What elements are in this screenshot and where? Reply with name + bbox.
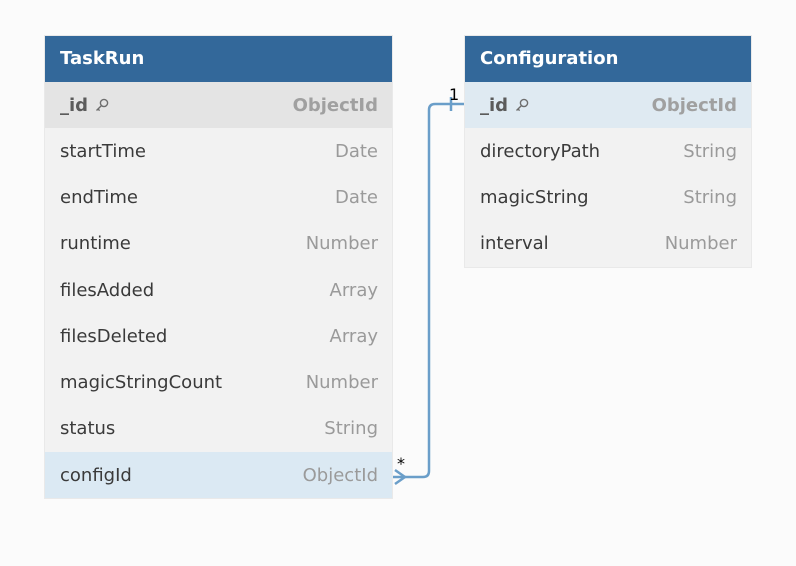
field-row-directorypath[interactable]: directoryPath String — [465, 128, 751, 174]
field-row-filesdeleted[interactable]: filesDeleted Array — [45, 313, 392, 359]
field-type: Array — [329, 279, 378, 301]
field-name: endTime — [60, 187, 138, 209]
field-type: String — [683, 140, 737, 162]
field-name: _id — [480, 94, 509, 116]
field-type: Number — [305, 233, 378, 255]
field-row-runtime[interactable]: runtime Number — [45, 221, 392, 267]
table-title: TaskRun — [45, 36, 392, 82]
field-row-configid[interactable]: configId ObjectId — [45, 452, 392, 499]
field-type: Array — [329, 325, 378, 347]
field-row-magicstringcount[interactable]: magicStringCount Number — [45, 360, 392, 406]
field-name: configId — [60, 464, 132, 486]
taskrun-table[interactable]: TaskRun _id ObjectId startTime Date endT… — [45, 36, 392, 499]
field-row-endtime[interactable]: endTime Date — [45, 175, 392, 221]
field-row-id[interactable]: _id ObjectId — [465, 82, 751, 129]
field-name: directoryPath — [480, 140, 601, 162]
field-row-starttime[interactable]: startTime Date — [45, 128, 392, 174]
field-name: filesDeleted — [60, 325, 168, 347]
field-name: magicStringCount — [60, 372, 223, 394]
field-type: Date — [334, 187, 378, 209]
field-name: filesAdded — [60, 279, 155, 301]
key-icon — [514, 97, 530, 113]
cardinality-one: 1 — [449, 85, 459, 104]
field-row-id[interactable]: _id ObjectId — [45, 82, 392, 129]
table-title: Configuration — [465, 36, 751, 82]
configuration-table[interactable]: Configuration _id ObjectId directoryPath… — [465, 36, 751, 267]
field-type: Date — [334, 140, 378, 162]
field-type: Number — [664, 233, 737, 255]
field-name: _id — [60, 94, 89, 116]
field-type: Number — [305, 372, 378, 394]
cardinality-many: * — [397, 454, 405, 473]
field-type: String — [683, 187, 737, 209]
key-icon — [94, 97, 110, 113]
field-name: interval — [480, 233, 549, 255]
relationship-line — [393, 102, 464, 479]
field-name: status — [60, 418, 116, 440]
many-arrow-icon — [394, 468, 407, 486]
field-name: startTime — [60, 140, 146, 162]
field-row-magicstring[interactable]: magicString String — [465, 175, 751, 221]
field-name: magicString — [480, 187, 589, 209]
field-row-interval[interactable]: interval Number — [465, 221, 751, 267]
field-type: ObjectId — [292, 94, 378, 116]
field-row-filesadded[interactable]: filesAdded Array — [45, 267, 392, 313]
field-type: String — [324, 418, 378, 440]
field-name: runtime — [60, 233, 131, 255]
field-type: ObjectId — [651, 94, 737, 116]
field-type: ObjectId — [302, 464, 378, 486]
field-row-status[interactable]: status String — [45, 406, 392, 452]
